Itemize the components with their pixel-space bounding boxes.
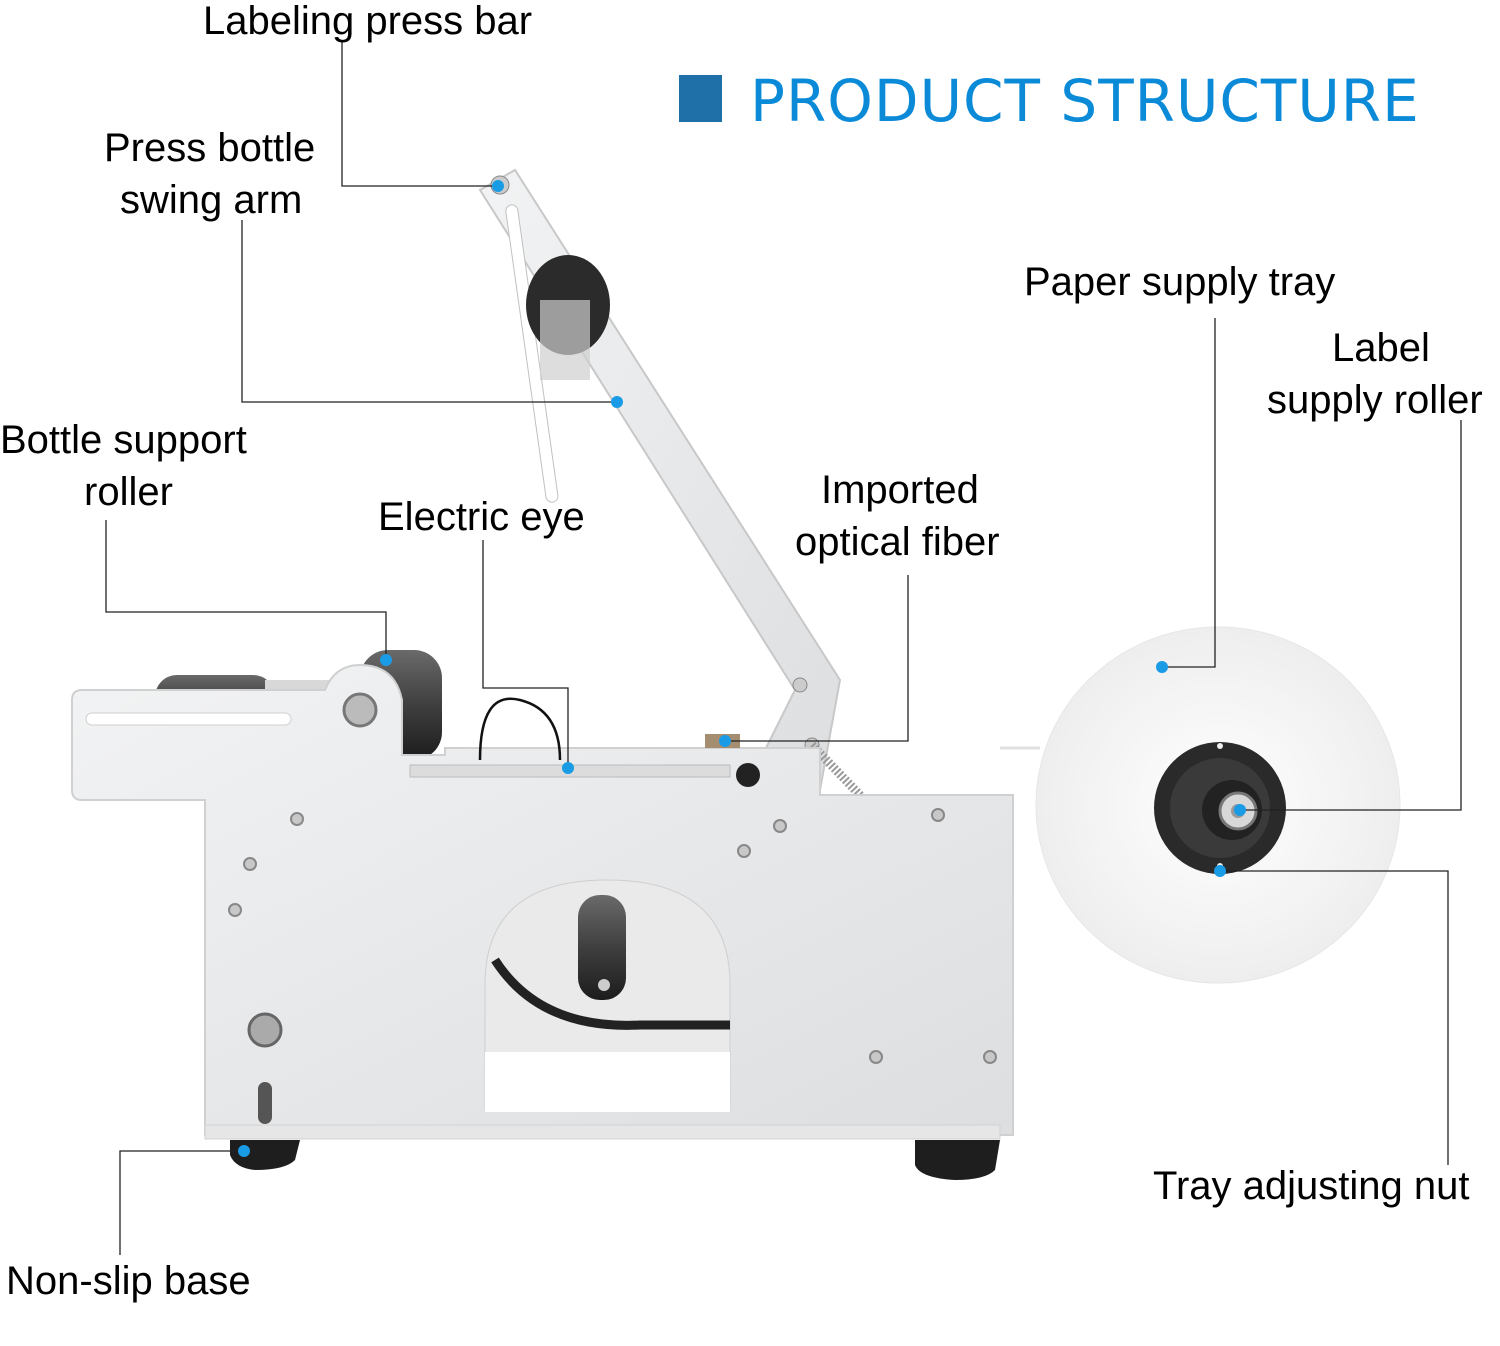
leader-paper-supply-tray (1162, 318, 1216, 668)
label-label-supply-line2: supply roller (1267, 378, 1483, 422)
label-optical-fiber-line2: optical fiber (795, 520, 1000, 564)
leader-label-supply-roller (1240, 420, 1462, 811)
leader-bottle-support-roller (105, 520, 387, 660)
paper-supply-tray-disc (1000, 626, 1401, 984)
label-optical-fiber-line1: Imported (821, 468, 979, 512)
label-paper-supply-tray: Paper supply tray (1024, 260, 1336, 304)
marker-bottle-support-roller (380, 654, 392, 666)
label-bottle-support-line1: Bottle support (0, 418, 247, 462)
callout-markers (238, 180, 1246, 1157)
label-tray-adjusting-nut: Tray adjusting nut (1153, 1164, 1470, 1208)
marker-non-slip-base (238, 1145, 250, 1157)
marker-optical-fiber (719, 735, 731, 747)
leader-electric-eye (482, 540, 569, 768)
non-slip-feet (230, 1140, 1000, 1180)
label-press-bottle-line1: Press bottle (104, 126, 316, 170)
title-accent-square (679, 75, 722, 122)
marker-labeling-press-bar (492, 180, 504, 192)
machine-body (71, 663, 1014, 1140)
label-electric-eye: Electric eye (378, 495, 585, 539)
marker-swing-arm (611, 396, 623, 408)
leader-optical-fiber (725, 575, 909, 742)
marker-electric-eye (562, 762, 574, 774)
leader-labeling-press-bar (341, 40, 498, 187)
marker-tray-adjusting-nut (1214, 865, 1226, 877)
label-non-slip-base: Non-slip base (6, 1259, 251, 1303)
marker-paper-supply-tray (1156, 661, 1168, 673)
label-press-bottle-line2: swing arm (120, 178, 303, 222)
label-label-supply-line1: Label (1332, 326, 1430, 370)
callout-leader-lines (105, 40, 1462, 1255)
marker-label-supply-roller (1234, 804, 1246, 816)
leader-non-slip-base (119, 1150, 244, 1255)
label-bottle-support-line2: roller (84, 470, 173, 514)
leader-swing-arm (241, 220, 617, 403)
press-bottle-swing-arm (478, 168, 842, 791)
leader-tray-adjusting-nut (1220, 870, 1449, 1165)
label-labeling-press-bar: Labeling press bar (203, 0, 533, 43)
page-title: PRODUCT STRUCTURE (750, 67, 1420, 135)
